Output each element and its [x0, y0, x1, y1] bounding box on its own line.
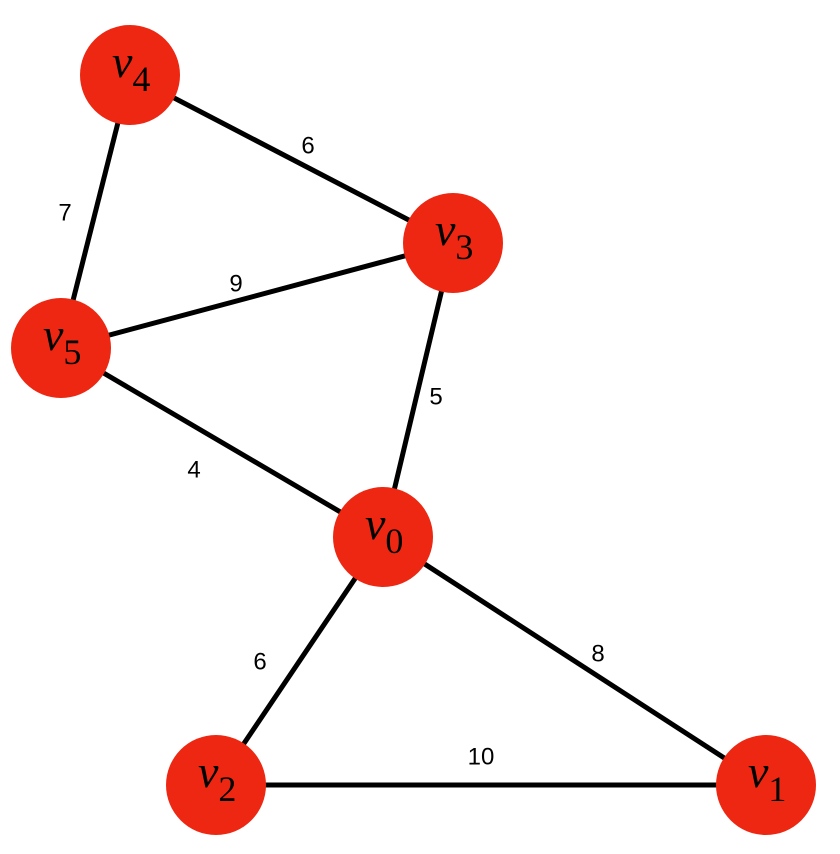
- node-label-v2: v2: [198, 746, 236, 809]
- edge-weight-v3-v0: 5: [429, 384, 442, 411]
- node-v1: v1: [716, 735, 816, 835]
- node-letter: v: [43, 309, 64, 360]
- node-letter: v: [748, 746, 769, 797]
- node-v3: v3: [403, 193, 503, 293]
- node-circle-v2: [166, 735, 266, 835]
- edge-weight-v2-v1: 10: [468, 744, 495, 771]
- node-v2: v2: [166, 735, 266, 835]
- node-subscript: 5: [63, 332, 81, 372]
- node-label-v1: v1: [748, 746, 786, 809]
- node-circle-v0: [333, 487, 433, 587]
- node-v0: v0: [333, 487, 433, 587]
- node-subscript: 0: [385, 521, 403, 561]
- node-subscript: 3: [455, 227, 473, 267]
- node-letter: v: [112, 36, 133, 87]
- edge-weight-v4-v3: 6: [301, 133, 314, 160]
- edge-weight-v5-v3: 9: [229, 271, 242, 298]
- node-circle-v5: [11, 298, 111, 398]
- edge-v0-v1: [381, 534, 768, 788]
- edge-weight-v0-v1: 8: [591, 641, 604, 668]
- node-subscript: 2: [218, 769, 236, 809]
- edge-v5-v0: [59, 345, 385, 540]
- edge-v4-v3: [128, 72, 455, 246]
- edge-weight-v0-v2: 6: [253, 649, 266, 676]
- node-letter: v: [365, 498, 386, 549]
- edge-weight-v4-v5: 7: [58, 200, 71, 227]
- edges: [58, 72, 768, 788]
- node-subscript: 1: [768, 769, 786, 809]
- node-label-v4: v4: [112, 36, 150, 99]
- node-v4: v4: [80, 25, 180, 125]
- node-letter: v: [435, 204, 456, 255]
- node-v5: v5: [11, 298, 111, 398]
- edge-weights: 6 7 9 5 4 6 8 10: [58, 133, 604, 771]
- node-label-v5: v5: [43, 309, 81, 372]
- edge-weight-v5-v0: 4: [187, 457, 200, 484]
- node-letter: v: [198, 746, 219, 797]
- node-label-v0: v0: [365, 498, 403, 561]
- node-circle-v1: [716, 735, 816, 835]
- edge-v5-v3: [60, 240, 454, 351]
- node-circle-v4: [80, 25, 180, 125]
- node-label-v3: v3: [435, 204, 473, 267]
- edge-v3-v0: [380, 242, 456, 538]
- node-subscript: 4: [132, 59, 150, 99]
- node-circle-v3: [403, 193, 503, 293]
